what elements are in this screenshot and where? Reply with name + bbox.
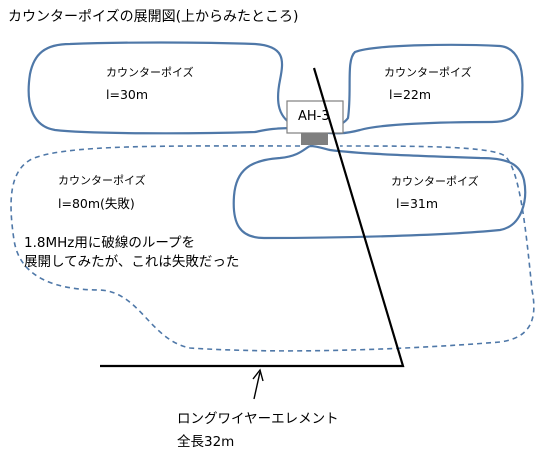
counterpoise-length-31m: l=31m bbox=[396, 196, 439, 211]
counterpoise-loop-30m bbox=[27, 41, 301, 135]
arrow-head bbox=[252, 368, 264, 382]
counterpoise-label-80m: カウンターポイズ bbox=[58, 174, 146, 187]
counterpoise-loop-80m bbox=[10, 145, 535, 352]
element-name: ロングワイヤーエレメント bbox=[177, 411, 339, 427]
tuner-connector bbox=[301, 133, 328, 145]
counterpoise-length-22m: l=22m bbox=[389, 87, 432, 102]
counterpoise-loop-31m bbox=[232, 144, 527, 240]
long-wire-element bbox=[100, 67, 405, 368]
failure-note-line-1: 1.8MHz用に破線のループを bbox=[24, 235, 196, 251]
arrow-shaft bbox=[253, 371, 261, 400]
tuner-label: AH-3 bbox=[298, 109, 330, 124]
counterpoise-loop-22m bbox=[319, 43, 524, 135]
failure-note: 1.8MHz用に破線のループを 展開してみたが、これは失敗だった bbox=[24, 234, 324, 272]
counterpoise-label-30m: カウンターポイズ bbox=[106, 66, 194, 79]
diagram-title: カウンターポイズの展開図(上からみたところ) bbox=[8, 9, 299, 25]
counterpoise-length-30m: l=30m bbox=[106, 87, 149, 102]
counterpoise-length-80m: l=80m(失敗) bbox=[58, 196, 135, 211]
failure-note-line-2: 展開してみたが、これは失敗だった bbox=[24, 254, 240, 270]
counterpoise-label-22m: カウンターポイズ bbox=[384, 66, 472, 79]
counterpoise-label-31m: カウンターポイズ bbox=[391, 175, 479, 188]
tuner-box bbox=[286, 100, 344, 134]
element-length: 全長32m bbox=[177, 434, 235, 450]
